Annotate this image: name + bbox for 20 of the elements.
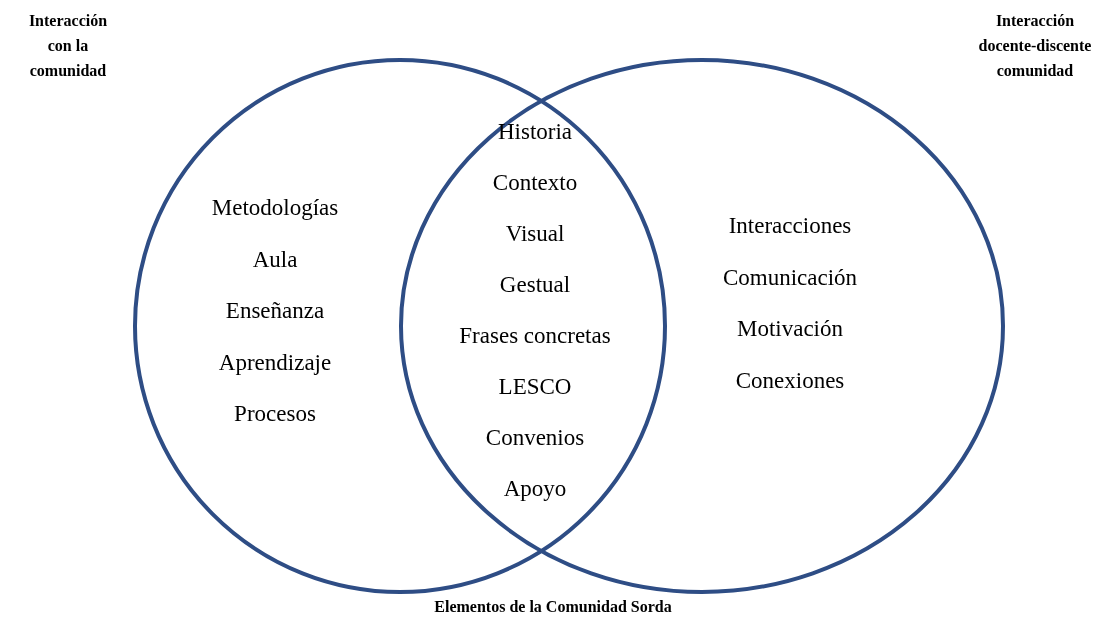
list-item: Aula bbox=[252, 245, 298, 274]
overlap-item: Historia bbox=[497, 118, 573, 146]
circle-heading: Interacción con la comunidad bbox=[27, 11, 109, 81]
list-item: Conexiones bbox=[735, 366, 845, 395]
list-item: Interacciones bbox=[728, 212, 852, 240]
overlap-item: Visual bbox=[505, 220, 565, 248]
overlap-item: Gestual bbox=[499, 271, 571, 299]
overlap-item: Contexto bbox=[492, 169, 578, 197]
list-item: Procesos bbox=[234, 400, 316, 428]
diagram-caption: Elementos de la Comunidad Sorda bbox=[433, 597, 673, 617]
overlap-item: Frases concretas bbox=[459, 322, 611, 350]
circle-heading: Interacción docente-discente comunidad bbox=[977, 11, 1093, 81]
overlap-item: Apoyo bbox=[503, 475, 567, 503]
overlap-item: LESCO bbox=[498, 373, 572, 401]
list-item: Enseñanza bbox=[225, 297, 325, 325]
list-item: Aprendizaje bbox=[218, 348, 332, 377]
list-item: Motivación bbox=[737, 315, 843, 343]
list-item: Metodologías bbox=[211, 194, 339, 222]
overlap-item: Convenios bbox=[485, 424, 585, 452]
list-item: Comunicación bbox=[722, 263, 858, 292]
